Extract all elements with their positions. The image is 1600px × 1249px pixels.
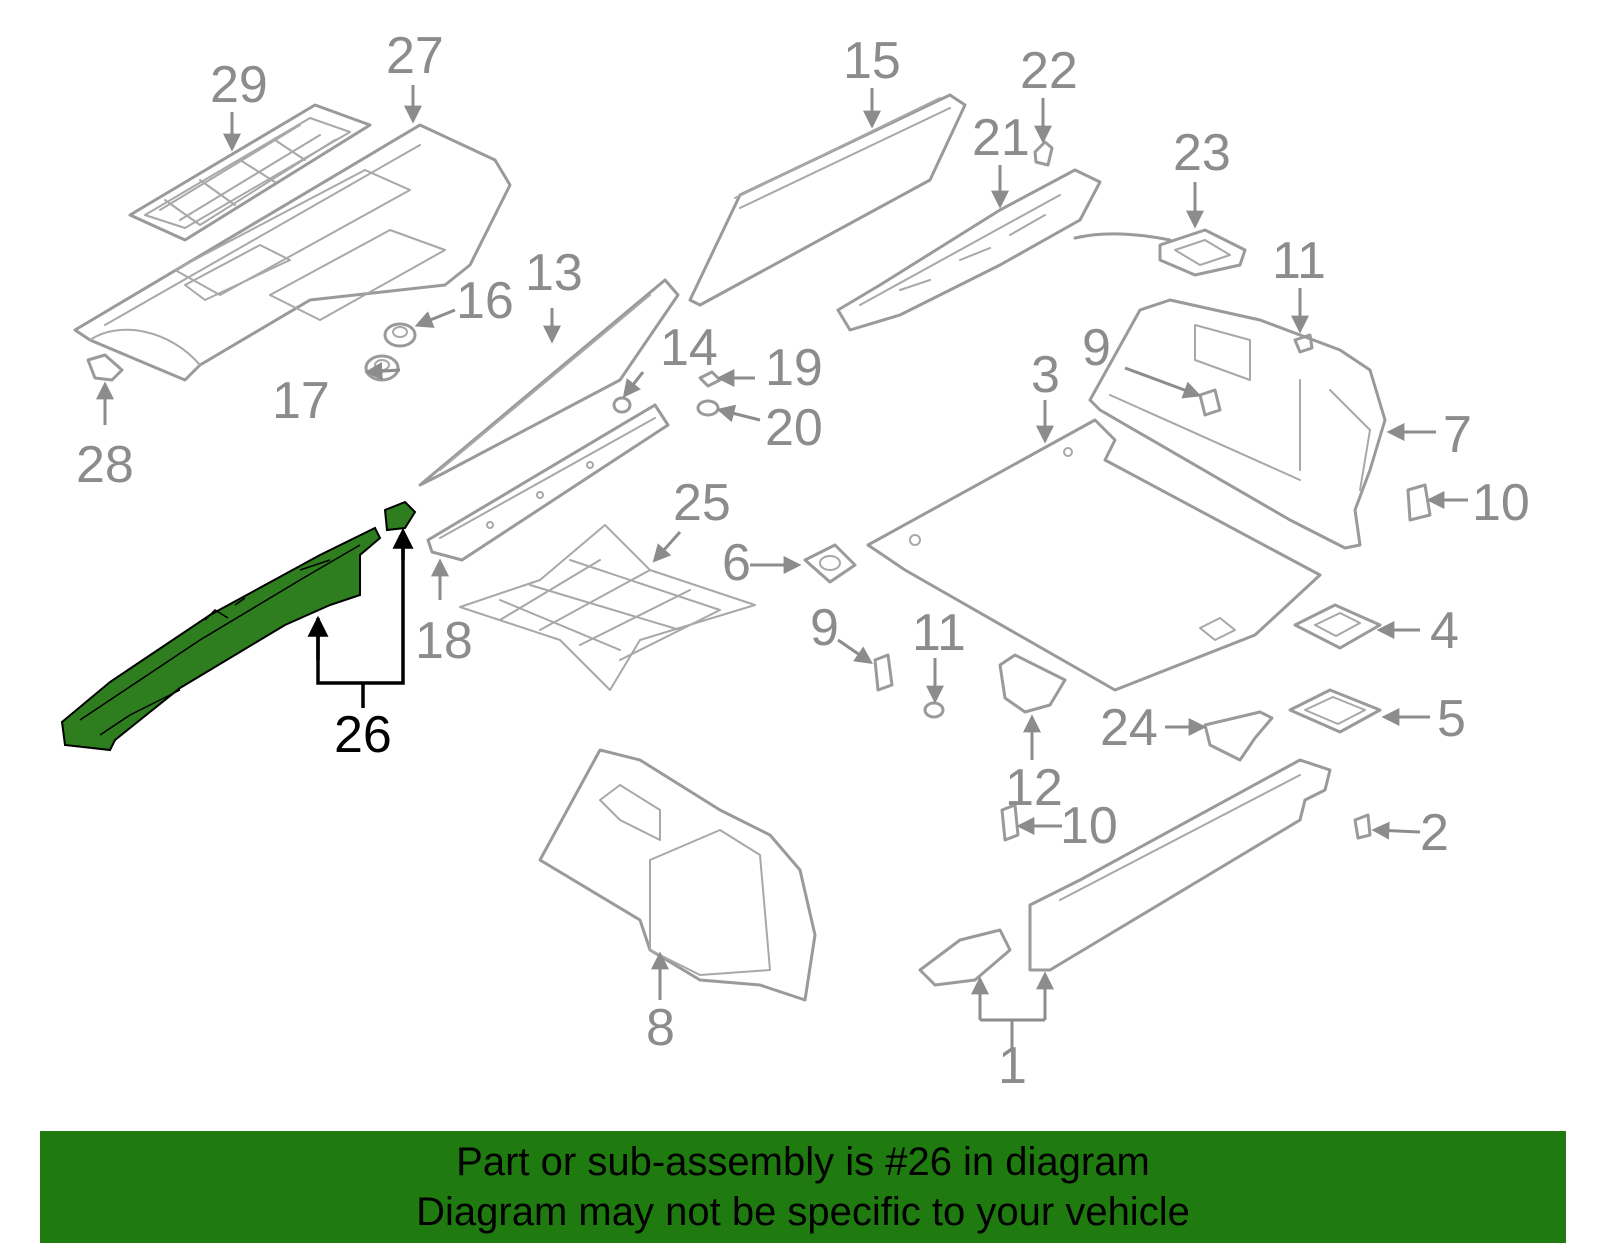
part-24-handle <box>1203 710 1274 762</box>
callout-11-right: 11 <box>1272 232 1326 290</box>
callout-19: 19 <box>765 339 823 397</box>
part-9-10-11-fasteners-right <box>1198 333 1432 522</box>
info-banner: Part or sub-assembly is #26 in diagram D… <box>40 1131 1566 1243</box>
part-23-module <box>1073 228 1247 277</box>
callout-16: 16 <box>456 272 514 330</box>
callout-23: 23 <box>1173 124 1231 182</box>
callout-10-right: 10 <box>1472 474 1530 532</box>
callout-7: 7 <box>1443 406 1472 464</box>
callout-22: 22 <box>1020 42 1078 100</box>
callout-3: 3 <box>1031 346 1060 404</box>
callout-14: 14 <box>660 319 718 377</box>
part-13-panel <box>418 278 680 487</box>
part-29-grille <box>128 103 372 242</box>
part-15-cover <box>688 93 967 307</box>
callout-5: 5 <box>1437 690 1466 748</box>
callout-24: 24 <box>1100 699 1158 757</box>
callout-10-left: 10 <box>1060 797 1118 855</box>
part-1-sill-trim <box>918 758 1332 987</box>
part-27-parcel-shelf <box>73 123 512 382</box>
callout-26-leaders <box>307 527 414 708</box>
part-8-side-trim <box>538 748 817 1002</box>
callout-4: 4 <box>1430 602 1459 660</box>
part-12-pocket <box>998 653 1067 714</box>
callout-13: 13 <box>525 244 583 302</box>
callout-9-right: 9 <box>1082 319 1111 377</box>
callout-leaders <box>96 85 1468 1048</box>
callout-26: 26 <box>334 706 392 764</box>
callout-8: 8 <box>646 999 675 1057</box>
callout-11-left: 11 <box>912 604 966 662</box>
callout-2: 2 <box>1420 804 1449 862</box>
parts-diagram: 27 29 28 16 17 13 14 19 20 18 15 22 21 2… <box>60 27 1530 1095</box>
callout-17: 17 <box>272 372 330 430</box>
callout-25: 25 <box>673 474 731 532</box>
callout-28: 28 <box>76 436 134 494</box>
part-14-clip <box>612 396 632 414</box>
callout-27: 27 <box>386 27 444 85</box>
part-4-5-6-covers <box>803 543 1382 734</box>
part-7-side-trim <box>1088 298 1387 550</box>
callout-6: 6 <box>722 534 751 592</box>
part-25-net <box>459 524 756 691</box>
callout-20: 20 <box>765 399 823 457</box>
part-18-rail <box>426 403 670 562</box>
part-26-highlighted[interactable] <box>60 500 417 752</box>
part-21-rail <box>836 168 1102 332</box>
banner-line-2: Diagram may not be specific to your vehi… <box>416 1190 1190 1234</box>
callout-1: 1 <box>998 1037 1027 1095</box>
part-22-clip <box>1033 140 1054 167</box>
callout-12: 12 <box>1005 759 1063 817</box>
callout-15: 15 <box>843 32 901 90</box>
callout-numbers: 27 29 28 16 17 13 14 19 20 18 15 22 21 2… <box>76 27 1530 1095</box>
callout-9-left: 9 <box>810 599 839 657</box>
callout-29: 29 <box>210 56 268 114</box>
part-3-floor <box>866 418 1322 692</box>
part-28-clip <box>86 353 124 382</box>
callout-21: 21 <box>972 109 1030 167</box>
callout-18: 18 <box>415 612 473 670</box>
part-19-20-fasteners <box>696 370 722 417</box>
banner-line-1: Part or sub-assembly is #26 in diagram <box>456 1140 1150 1184</box>
